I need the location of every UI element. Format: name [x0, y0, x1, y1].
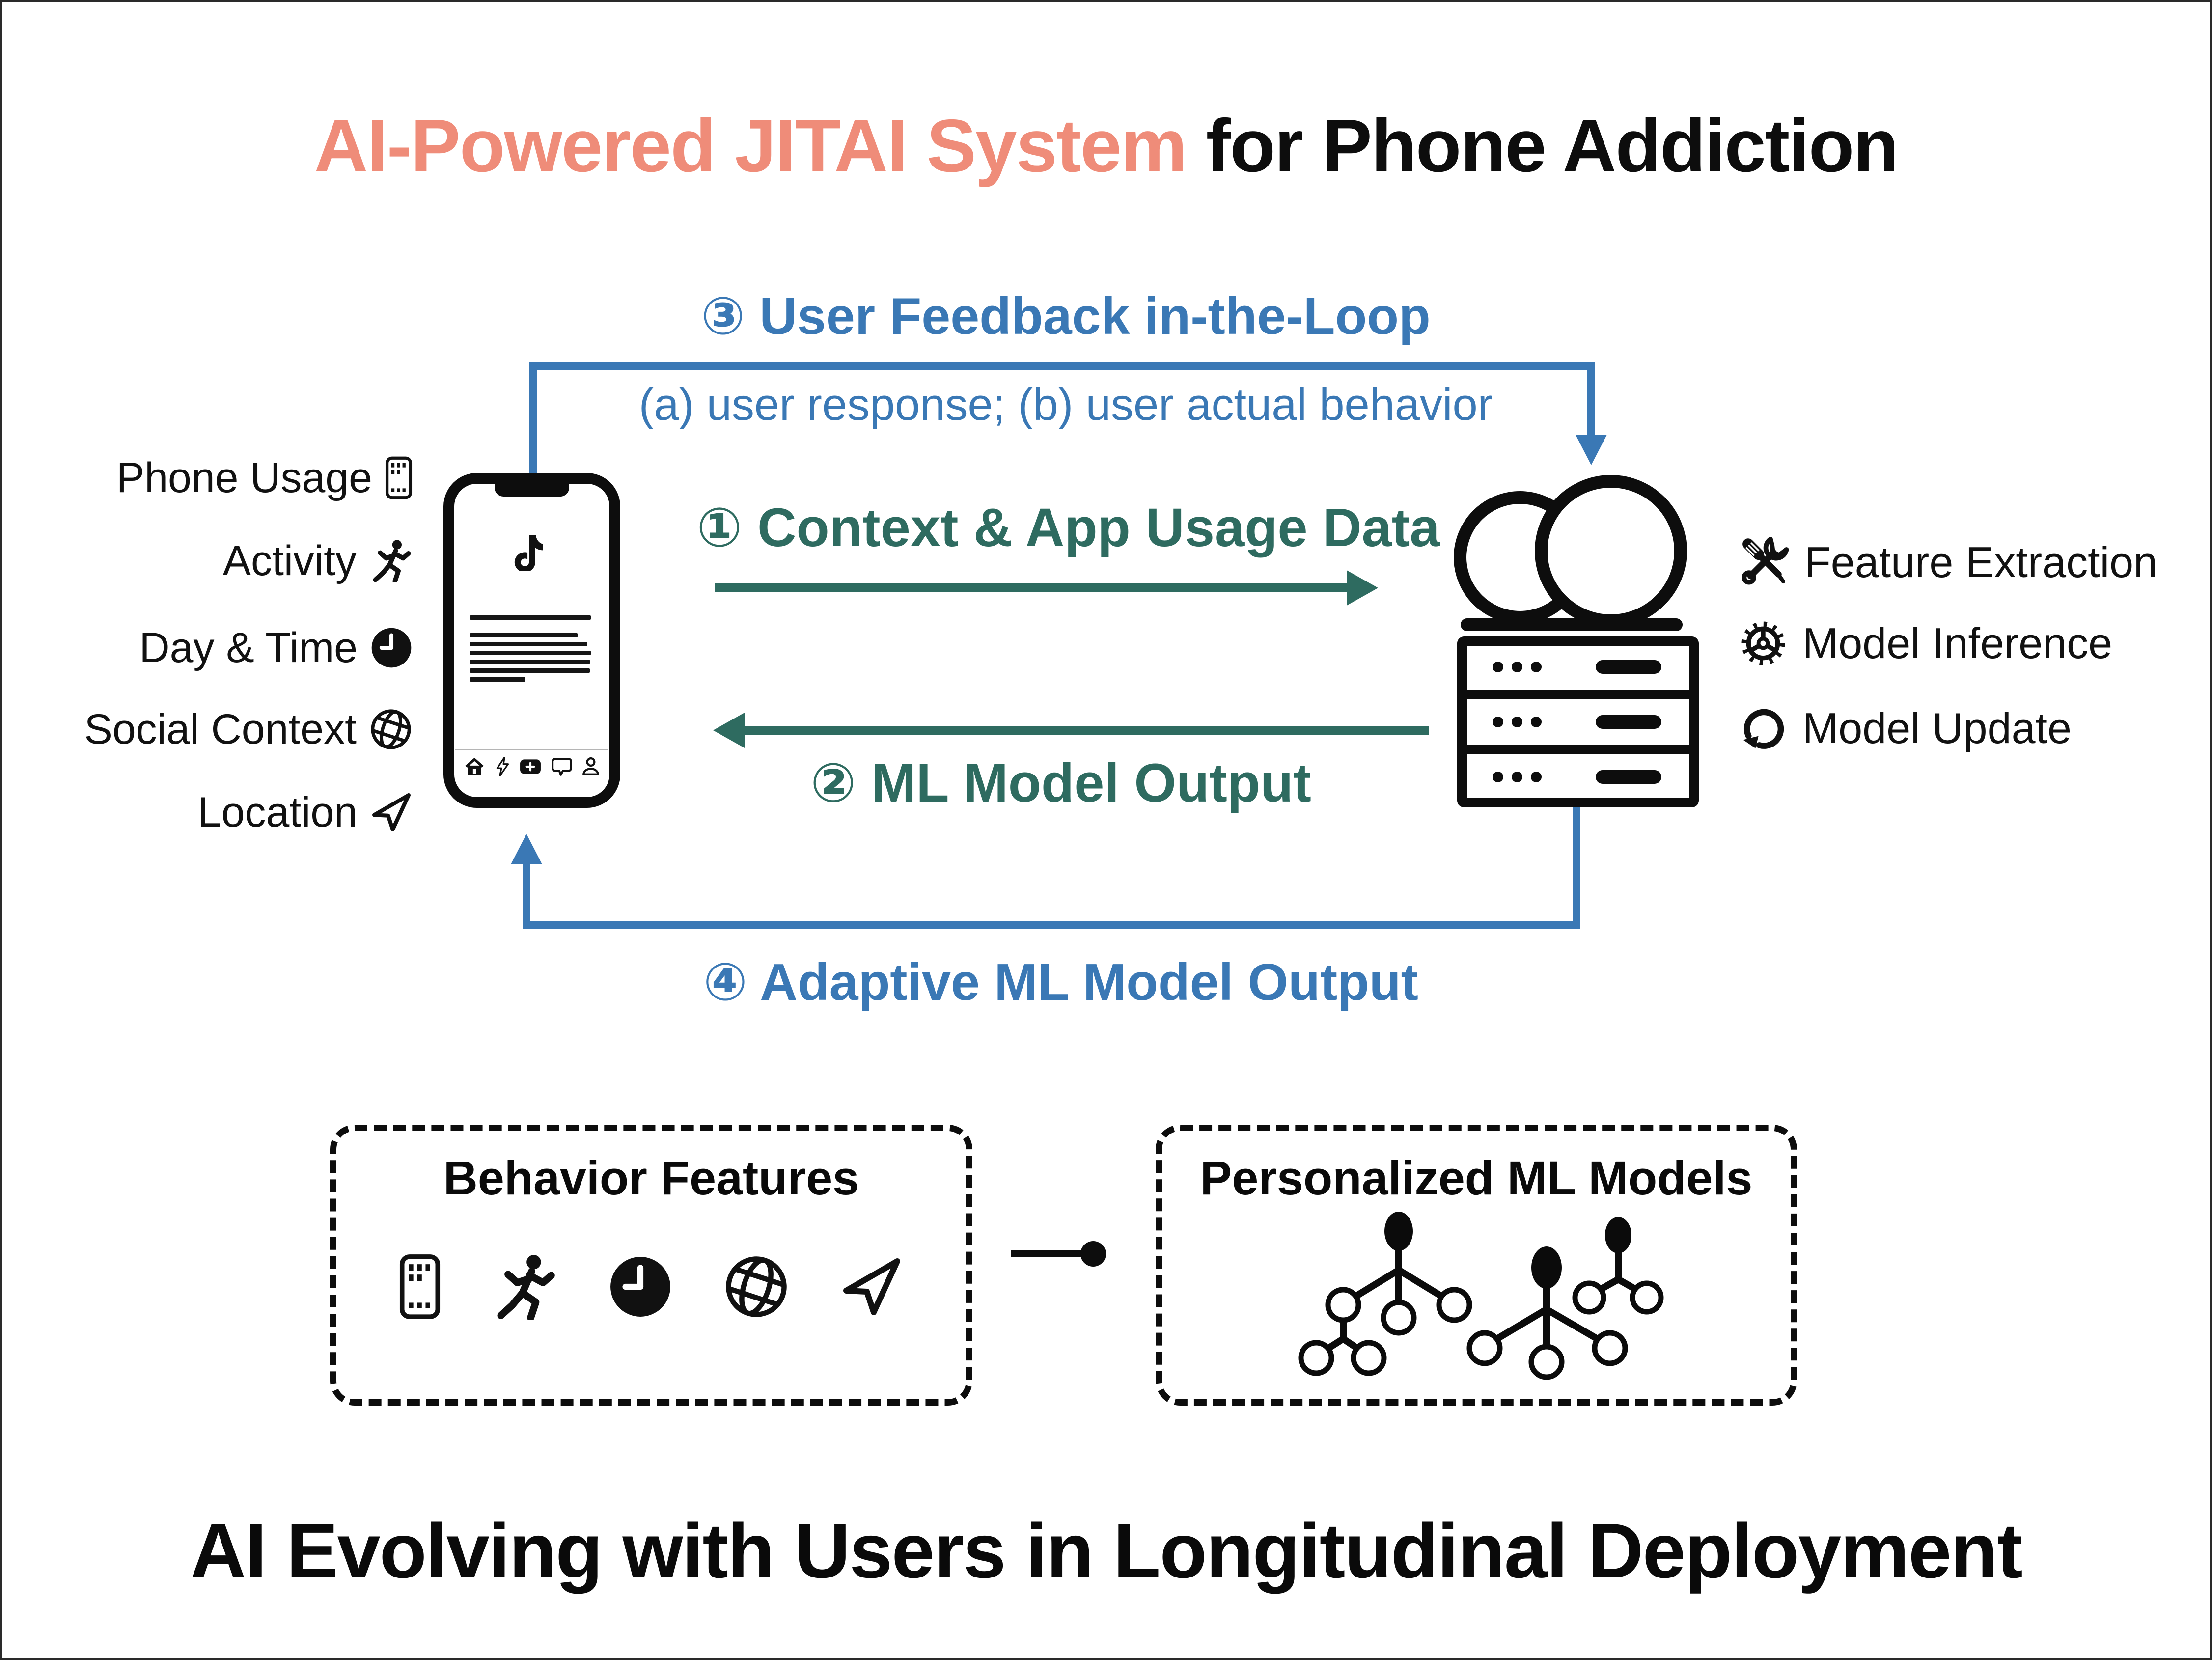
chat-icon: [551, 758, 572, 776]
tiktok-logo-icon: [514, 535, 543, 571]
behavior-features-box: Behavior Features: [330, 1125, 972, 1406]
text-line: [470, 633, 578, 637]
personalized-models-box: Personalized ML Models: [1156, 1125, 1797, 1406]
feedback-arrow-right-drop: [1587, 362, 1595, 436]
page-title-accent: AI-Powered JITAI System: [314, 104, 1188, 188]
box-connector-dot-icon: [1080, 1241, 1106, 1267]
function-item-feature-extraction: Feature Extraction: [1739, 534, 2157, 591]
globe-icon: [726, 1256, 787, 1317]
lightning-icon: [496, 757, 509, 776]
phone-nav-separator: [455, 749, 608, 750]
function-label: Feature Extraction: [1804, 538, 2157, 586]
context-arrow-line: [715, 583, 1348, 592]
create-post-icon: [520, 759, 541, 774]
step2-label: ② ML Model Output: [810, 753, 1311, 813]
text-line: [470, 651, 591, 655]
clock-icon: [610, 1257, 670, 1317]
phone-notch: [495, 482, 569, 497]
page-title: AI-Powered JITAI System for Phone Addict…: [0, 103, 2212, 189]
phone-screen-text: [470, 615, 591, 686]
text-line: [470, 677, 526, 682]
phone-icon: [399, 1254, 441, 1319]
function-label: Model Update: [1802, 704, 2072, 752]
location-arrow-icon: [843, 1258, 900, 1315]
server-separator: [1467, 745, 1689, 754]
text-line: [470, 660, 590, 664]
home-icon: [465, 758, 484, 775]
clock-icon: [371, 628, 412, 668]
tools-icon: [1742, 537, 1789, 585]
location-arrow-icon: [372, 793, 411, 831]
server-separator: [1467, 690, 1689, 699]
adaptive-arrow-bottom-line: [523, 921, 1580, 929]
server-row: [1467, 646, 1689, 688]
adaptive-arrow-left-riser: [523, 863, 530, 925]
phone-device: [443, 473, 620, 808]
mloutput-arrow-line: [743, 726, 1429, 735]
step3-sublabel: (a) user response; (b) user actual behav…: [638, 380, 1493, 430]
footer-title: AI Evolving with Users in Longitudinal D…: [190, 1508, 2022, 1594]
adaptive-arrowhead-up-icon: [511, 834, 542, 864]
runner-icon: [497, 1255, 555, 1320]
context-label: Phone Usage: [116, 454, 372, 501]
context-label: Activity: [222, 537, 357, 584]
step1-label: ① Context & App Usage Data: [696, 498, 1440, 558]
adaptive-arrow-right-drop: [1573, 805, 1580, 926]
runner-icon: [373, 540, 411, 582]
step3-label: ③ User Feedback in-the-Loop: [701, 287, 1431, 345]
function-label: Model Inference: [1802, 619, 2113, 667]
server-row: [1467, 756, 1689, 798]
phone-icon: [385, 456, 413, 499]
phone-nav-bar: [464, 757, 600, 776]
personalized-models-title: Personalized ML Models: [1200, 1151, 1753, 1205]
cloud-icon: [1437, 475, 1707, 643]
text-line: [470, 668, 590, 673]
text-line: [470, 615, 591, 620]
context-item-phone-usage: Phone Usage: [20, 450, 413, 505]
profile-icon: [582, 757, 599, 775]
context-arrowhead-right-icon: [1347, 570, 1378, 606]
decision-trees-icon: [1298, 1212, 1664, 1380]
context-label: Location: [197, 788, 358, 836]
context-label: Social Context: [84, 705, 357, 753]
feedback-arrow-left-riser: [529, 362, 537, 475]
server-icon: [1457, 636, 1699, 807]
feedback-arrowhead-down-icon: [1576, 435, 1607, 465]
context-label: Day & Time: [139, 624, 358, 671]
page-title-rest: for Phone Addiction: [1186, 104, 1899, 188]
mloutput-arrowhead-left-icon: [713, 713, 745, 748]
behavior-features-title: Behavior Features: [443, 1151, 859, 1205]
server-row: [1467, 701, 1689, 743]
function-item-model-update: Model Update: [1739, 700, 2072, 757]
refresh-icon: [1743, 709, 1784, 749]
feedback-arrow-top-line: [529, 362, 1595, 370]
context-item-day-time: Day & Time: [20, 620, 413, 675]
text-line: [470, 642, 587, 646]
function-item-model-inference: Model Inference: [1739, 615, 2112, 672]
globe-icon: [371, 709, 411, 749]
box-connector-line: [1011, 1250, 1084, 1257]
context-item-social-context: Social Context: [20, 702, 413, 757]
step4-label: ④ Adaptive ML Model Output: [703, 953, 1418, 1011]
context-item-activity: Activity: [20, 533, 413, 588]
behavior-features-icons: [336, 1254, 966, 1320]
gear-icon: [1741, 621, 1785, 665]
context-item-location: Location: [20, 785, 413, 840]
